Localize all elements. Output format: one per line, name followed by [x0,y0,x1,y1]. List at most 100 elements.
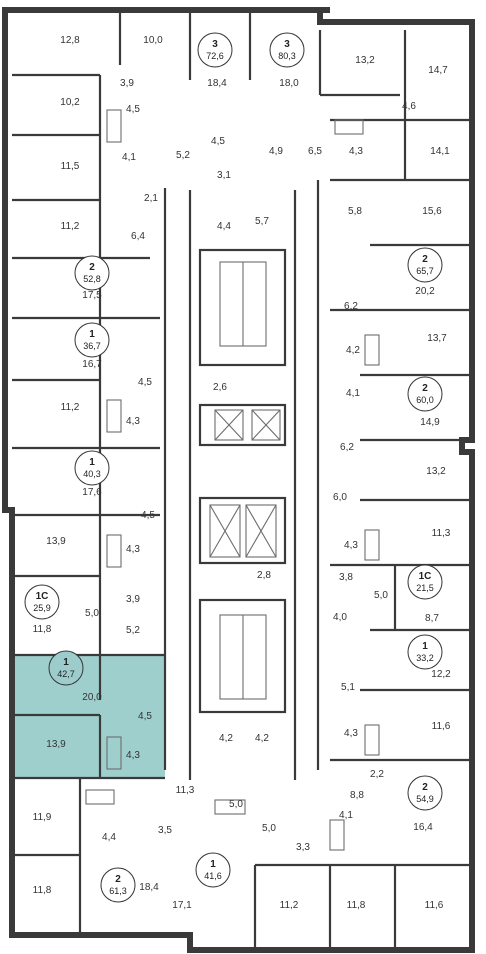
room-area-label: 13,7 [427,333,447,344]
apartment-rooms-count: 1 [89,457,95,468]
room-area-label: 6,2 [340,442,354,453]
left-apartment-walls [12,10,407,935]
room-area-label: 4,2 [255,733,269,744]
room-area-label: 4,3 [126,416,140,427]
apartment-marker[interactable]: 265,7 [407,247,443,283]
room-area-label: 6,0 [333,492,347,503]
room-area-label: 4,5 [138,711,152,722]
bathroom-fixtures [85,109,380,851]
apartment-labels: 372,6380,3252,8265,7136,7260,0140,31C25,… [24,32,443,903]
apartment-total-area: 36,7 [83,341,101,351]
apartment-rooms-count: 1C [36,591,49,602]
room-area-label: 6,2 [344,301,358,312]
outer-wall [2,7,475,953]
room-area-label: 4,2 [219,733,233,744]
room-area-label: 4,5 [126,104,140,115]
room-area-label: 5,0 [229,799,243,810]
room-area-label: 2,2 [370,769,384,780]
apartment-circle [74,255,110,291]
apartment-total-area: 72,6 [206,51,224,61]
apartment-rooms-count: 2 [422,782,428,793]
room-area-label: 3,9 [126,594,140,605]
apartment-rooms-count: 2 [89,262,95,273]
room-area-label: 15,6 [422,206,442,217]
elevator-shafts-bottom [198,496,287,565]
apartment-marker[interactable]: 380,3 [269,32,305,68]
apartment-rooms-count: 1 [89,329,95,340]
room-area-label: 13,9 [46,739,66,750]
apartment-circle [195,852,231,888]
apartment-circle [407,376,443,412]
apartment-total-area: 61,3 [109,886,127,896]
room-area-label: 3,5 [158,825,172,836]
apartment-marker[interactable]: 136,7 [74,322,110,358]
apartment-marker[interactable]: 260,0 [407,376,443,412]
apartment-total-area: 80,3 [278,51,296,61]
room-area-label: 11,8 [33,624,52,635]
room-area-label: 11,3 [176,785,195,796]
apartment-total-area: 40,3 [83,469,101,479]
room-area-label: 11,8 [33,885,52,896]
room-area-label: 3,9 [120,78,134,89]
right-apartment-walls [253,93,472,950]
room-area-label: 4,3 [344,540,358,551]
room-area-label: 4,2 [346,345,360,356]
apartment-circle [74,322,110,358]
apartment-total-area: 60,0 [416,395,434,405]
apartment-marker-highlighted[interactable]: 142,7 [48,650,84,686]
room-area-label: 2,1 [144,193,158,204]
apartment-circle [74,450,110,486]
apartment-marker[interactable]: 261,3 [100,867,136,903]
room-area-label: 13,9 [46,536,66,547]
apartment-circle [269,32,305,68]
room-area-label: 11,9 [33,812,52,823]
apartment-marker[interactable]: 140,3 [74,450,110,486]
room-area-label: 14,9 [420,417,440,428]
room-area-label: 18,4 [139,882,159,893]
stair-core-bottom [198,598,287,714]
room-area-label: 8,7 [425,613,439,624]
room-area-label: 13,2 [426,466,446,477]
room-area-label: 5,8 [348,206,362,217]
apartment-circle [407,564,443,600]
apartment-marker[interactable]: 252,8 [74,255,110,291]
apartment-circle [407,634,443,670]
apartment-marker[interactable]: 254,9 [407,775,443,811]
room-area-label: 14,1 [430,146,450,157]
room-area-label: 14,7 [428,65,448,76]
room-area-label: 18,0 [279,78,299,89]
room-area-label: 10,0 [143,35,163,46]
apartment-total-area: 41,6 [204,871,222,881]
room-area-label: 11,3 [432,528,451,539]
apartment-circle [24,584,60,620]
room-area-label: 4,3 [344,728,358,739]
room-area-label: 5,0 [262,823,276,834]
apartment-circle [407,247,443,283]
stair-core-top [198,248,287,367]
room-area-label: 4,1 [346,388,360,399]
room-area-label: 11,8 [347,900,366,911]
highlighted-apartment[interactable] [12,655,165,778]
apartment-marker[interactable]: 141,6 [195,852,231,888]
room-area-label: 4,9 [269,146,283,157]
room-area-label: 11,2 [61,221,80,232]
apartment-total-area: 21,5 [416,583,434,593]
apartment-total-area: 65,7 [416,266,434,276]
corridor-walls [163,180,320,780]
room-area-label: 20,0 [82,692,102,703]
apartment-marker[interactable]: 372,6 [197,32,233,68]
apartment-rooms-count: 2 [115,874,121,885]
apartment-marker[interactable]: 133,2 [407,634,443,670]
room-area-label: 5,0 [374,590,388,601]
room-area-label: 16,4 [413,822,433,833]
room-area-label: 11,2 [61,402,80,413]
room-area-label: 12,2 [431,669,451,680]
room-area-label: 4,4 [102,832,116,843]
apartment-total-area: 54,9 [416,794,434,804]
room-area-label: 5,7 [255,216,269,227]
room-area-label: 5,0 [85,608,99,619]
